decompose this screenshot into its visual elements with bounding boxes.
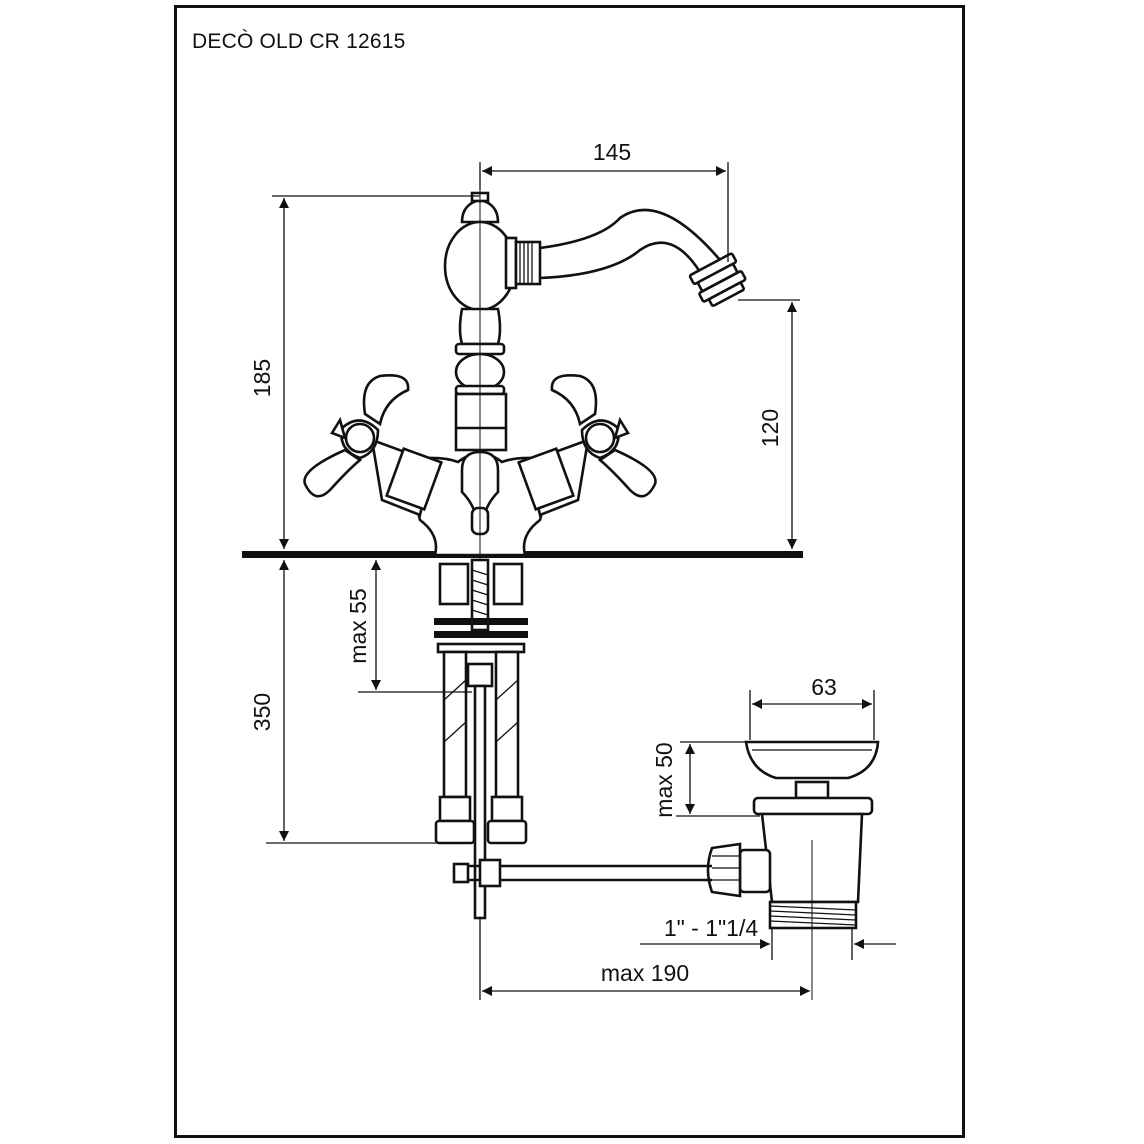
dim-label-63: 63 xyxy=(811,674,837,700)
dim-label-145: 145 xyxy=(593,139,631,165)
dimension-145: 145 xyxy=(479,139,729,262)
dimension-120: 120 xyxy=(738,299,800,549)
drawing-frame xyxy=(174,5,965,1138)
left-cross-handle xyxy=(303,374,444,517)
dimension-185: 185 xyxy=(249,195,480,549)
dim-label-thread: 1" - 1"1/4 xyxy=(664,915,759,941)
faucet-body xyxy=(403,162,557,560)
dim-label-120: 120 xyxy=(757,409,783,447)
dim-label-185: 185 xyxy=(249,359,275,397)
dim-label-max-50: max 50 xyxy=(651,742,677,817)
dimension-thread: 1" - 1"1/4 xyxy=(640,915,896,960)
pop-up-waste xyxy=(452,740,880,1000)
dim-label-max-55: max 55 xyxy=(345,588,371,663)
dimension-max-50: max 50 xyxy=(651,741,760,818)
drawing-title: DECÒ OLD CR 12615 xyxy=(192,30,406,53)
dimension-350: 350 xyxy=(249,560,440,844)
supply-hoses xyxy=(434,558,528,920)
dimension-63: 63 xyxy=(749,674,875,740)
right-cross-handle xyxy=(516,374,657,517)
dimension-max-190: max 190 xyxy=(479,918,810,1000)
dim-label-350: 350 xyxy=(249,693,275,731)
dimension-max-55: max 55 xyxy=(345,560,472,693)
dim-label-max-190: max 190 xyxy=(601,960,689,986)
faucet-spout xyxy=(504,208,747,307)
